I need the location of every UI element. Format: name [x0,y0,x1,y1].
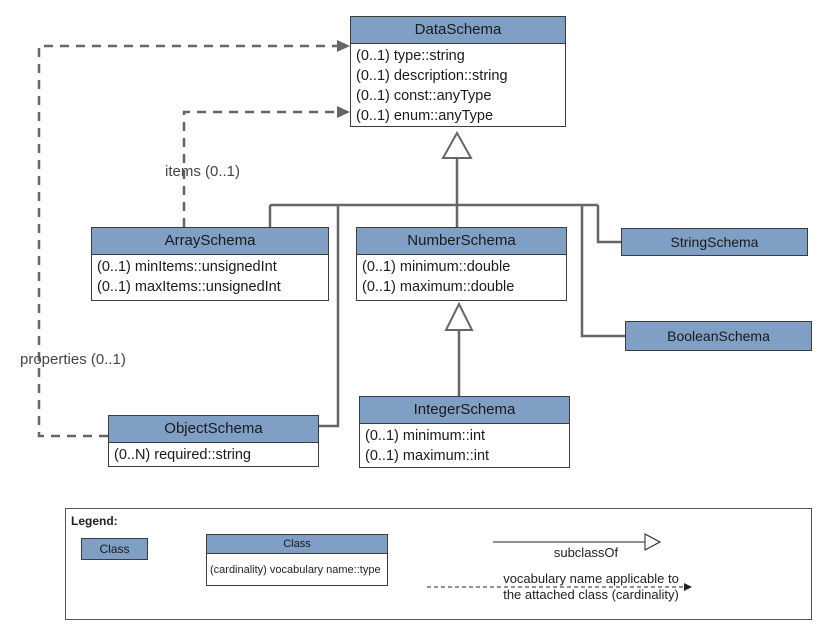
data-schema-attr-enum: (0..1) enum::anyType [356,108,494,124]
data-schema-attr-type: (0..1) type::string [356,48,465,64]
subclass-arrowhead [441,130,473,159]
legend-subclass-label: subclassOf [553,545,619,560]
string-schema-class: StringSchema [621,228,808,256]
integer-schema-attr-minimum: (0..1) minimum::int [365,428,486,444]
legend-dashed-arrowhead [684,583,692,591]
legend-title: Legend: [71,514,118,528]
number-schema-class: NumberSchema (0..1) minimum::double (0..… [356,227,567,301]
legend-class-with-attrs-name: Class [207,535,387,554]
array-schema-class: ArraySchema (0..1) minItems::unsignedInt… [91,227,329,301]
integer-schema-class: IntegerSchema (0..1) minimum::int (0..1)… [359,396,570,468]
integer-schema-attr-maximum: (0..1) maximum::int [365,448,490,464]
object-schema-attr-required: (0..N) required::string [114,447,251,463]
array-schema-attr-max-items: (0..1) maxItems::unsignedInt [97,279,281,295]
legend-class-with-attrs: Class (cardinality) vocabulary name::typ… [206,534,388,586]
data-schema-attr-description: (0..1) description::string [356,68,508,84]
items-edge-label: items (0..1) [165,163,241,180]
legend-panel: Legend: Class Class (cardinality) vocabu… [65,508,812,620]
object-schema-class: ObjectSchema (0..N) required::string [108,415,319,467]
string-branch-line [596,205,621,244]
properties-dashed-edge [37,44,338,438]
legend-class-box: Class [81,538,148,560]
properties-arrowhead [337,40,350,52]
legend-class-attr-text: (cardinality) vocabulary name::type [210,564,381,576]
number-schema-attr-maximum: (0..1) maximum::double [362,279,515,295]
object-schema-name: ObjectSchema [109,416,318,443]
legend-dashed-line-1: vocabulary name applicable to [503,571,679,586]
boolean-branch-line [580,205,625,338]
boolean-schema-class: BooleanSchema [625,321,812,351]
array-schema-attr-min-items: (0..1) minItems::unsignedInt [97,259,277,275]
number-schema-name: NumberSchema [357,228,566,255]
items-arrowhead [337,106,350,118]
legend-dashed-line-2: the attached class (cardinality) [503,587,679,602]
object-branch-line [319,205,340,428]
integer-subclass-arrowhead [444,301,474,331]
data-schema-class: DataSchema (0..1) type::string (0..1) de… [350,16,566,127]
data-schema-attr-const: (0..1) const::anyType [356,88,492,104]
items-dashed-edge [182,110,338,227]
properties-edge-label: properties (0..1) [20,351,126,368]
data-schema-name: DataSchema [351,17,565,44]
integer-schema-name: IntegerSchema [360,397,569,424]
array-schema-name: ArraySchema [92,228,328,255]
number-schema-attr-minimum: (0..1) minimum::double [362,259,511,275]
legend-subclass-arrowhead [644,533,662,551]
